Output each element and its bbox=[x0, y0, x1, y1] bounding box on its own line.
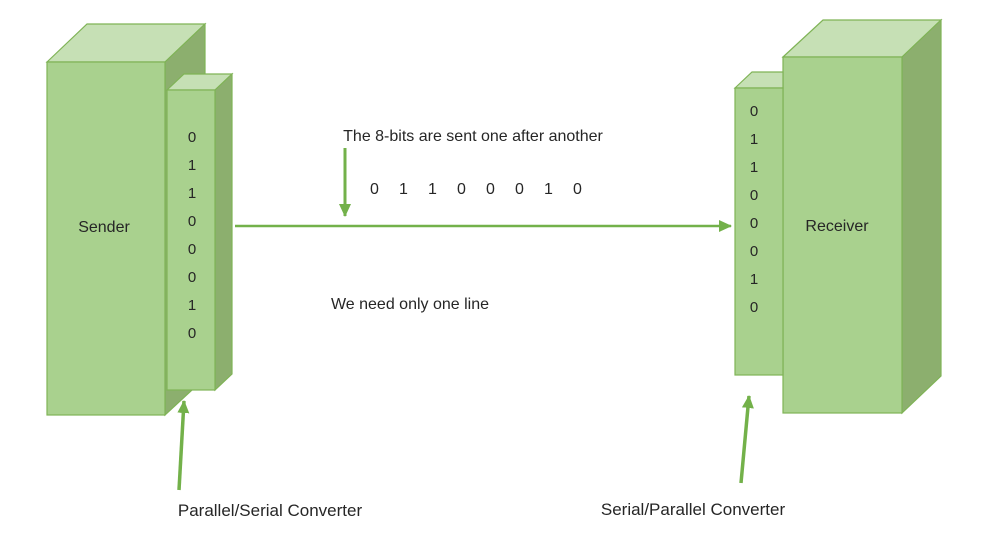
bit-value: 0 bbox=[515, 181, 524, 198]
bit-value: 0 bbox=[749, 215, 759, 232]
receiver-label: Receiver bbox=[805, 218, 869, 235]
sender-converter-box bbox=[165, 72, 234, 392]
right-converter-pointer-arrow bbox=[739, 395, 754, 484]
bit-value: 0 bbox=[187, 325, 197, 342]
bit-value: 1 bbox=[187, 297, 197, 314]
caption-top: The 8-bits are sent one after another bbox=[343, 128, 603, 145]
receiver-converter-bits: 0 1 1 0 0 0 1 0 bbox=[739, 98, 769, 322]
receiver-converter-front-face bbox=[734, 87, 784, 376]
sender-converter-side-face bbox=[214, 72, 233, 392]
receiver-box bbox=[781, 18, 943, 415]
receiver-converter-top-face bbox=[733, 71, 784, 89]
bit-value: 0 bbox=[749, 103, 759, 120]
bit-value: 0 bbox=[187, 213, 197, 230]
receiver-box-side-face bbox=[901, 18, 942, 415]
bit-value: 0 bbox=[573, 181, 582, 198]
bit-value: 1 bbox=[399, 181, 408, 198]
sender-label: Sender bbox=[78, 219, 130, 236]
bit-value: 0 bbox=[370, 181, 379, 198]
sender-box-front-face bbox=[46, 61, 166, 416]
bit-value: 1 bbox=[749, 131, 759, 148]
sender-converter-bits: 0 1 1 0 0 0 1 0 bbox=[177, 124, 207, 348]
bit-value: 1 bbox=[428, 181, 437, 198]
bit-value: 0 bbox=[749, 243, 759, 260]
serial-bits-row: 0 1 1 0 0 0 1 0 bbox=[360, 179, 592, 201]
bit-value: 1 bbox=[187, 185, 197, 202]
left-converter-label: Parallel/Serial Converter bbox=[177, 501, 363, 520]
right-converter-label: Serial/Parallel Converter bbox=[600, 500, 786, 519]
receiver-converter-box bbox=[733, 71, 784, 376]
bit-value: 1 bbox=[187, 157, 197, 174]
bit-value: 1 bbox=[749, 271, 759, 288]
left-converter-pointer-arrow bbox=[177, 400, 190, 491]
bit-value: 0 bbox=[187, 241, 197, 258]
bit-value: 0 bbox=[749, 187, 759, 204]
bit-value: 0 bbox=[457, 181, 466, 198]
bit-value: 1 bbox=[544, 181, 553, 198]
sender-converter-front-face bbox=[166, 89, 216, 391]
caption-bottom: We need only one line bbox=[330, 296, 490, 313]
bit-value: 0 bbox=[486, 181, 495, 198]
bit-value: 1 bbox=[749, 159, 759, 176]
bit-value: 0 bbox=[749, 299, 759, 316]
receiver-box-front-face bbox=[782, 56, 903, 414]
bit-value: 0 bbox=[187, 269, 197, 286]
bit-value: 0 bbox=[187, 129, 197, 146]
